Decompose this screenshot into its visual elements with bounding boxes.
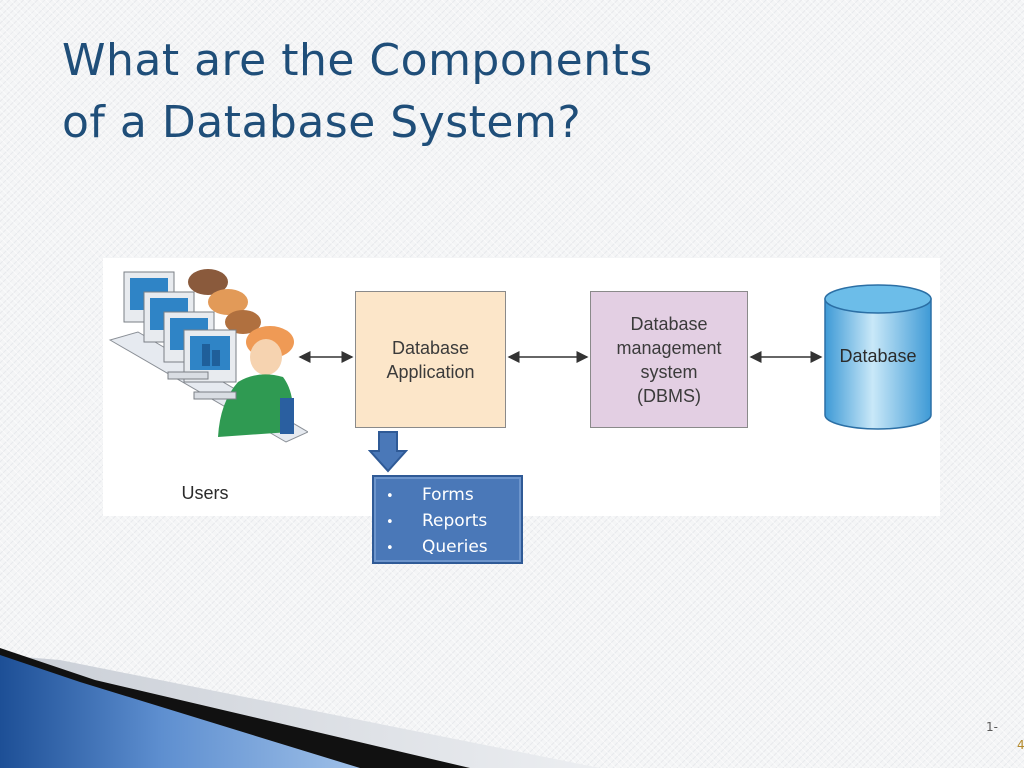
users-illustration xyxy=(108,269,308,443)
bullet-icon: • xyxy=(386,515,394,530)
database-cylinder xyxy=(824,284,932,430)
down-arrow-icon xyxy=(368,431,408,473)
page-number-suffix: 4 xyxy=(1017,738,1024,752)
feature-item-forms: • Forms xyxy=(384,483,521,509)
database-application-label: Database Application xyxy=(386,337,475,382)
bullet-icon: • xyxy=(386,541,394,556)
bullet-icon: • xyxy=(386,489,394,504)
database-label: Database xyxy=(839,346,917,366)
application-features-box: • Forms • Reports • Queries xyxy=(372,475,523,564)
slide-title: What are the Components of a Database Sy… xyxy=(62,30,653,154)
slide-title-line-2: of a Database System? xyxy=(62,97,582,148)
slide-title-line-1: What are the Components xyxy=(62,35,653,86)
database-application-box: Database Application xyxy=(355,291,506,428)
dbms-box: Database management system (DBMS) xyxy=(590,291,748,428)
feature-label: Forms xyxy=(422,485,474,505)
feature-item-reports: • Reports xyxy=(384,509,521,535)
feature-label: Queries xyxy=(422,537,488,557)
feature-item-queries: • Queries xyxy=(384,535,521,561)
dbms-label: Database management system (DBMS) xyxy=(616,313,722,406)
page-number: 1- xyxy=(986,720,998,734)
users-label: Users xyxy=(181,483,229,503)
feature-label: Reports xyxy=(422,511,488,531)
features-list: • Forms • Reports • Queries xyxy=(384,483,521,561)
